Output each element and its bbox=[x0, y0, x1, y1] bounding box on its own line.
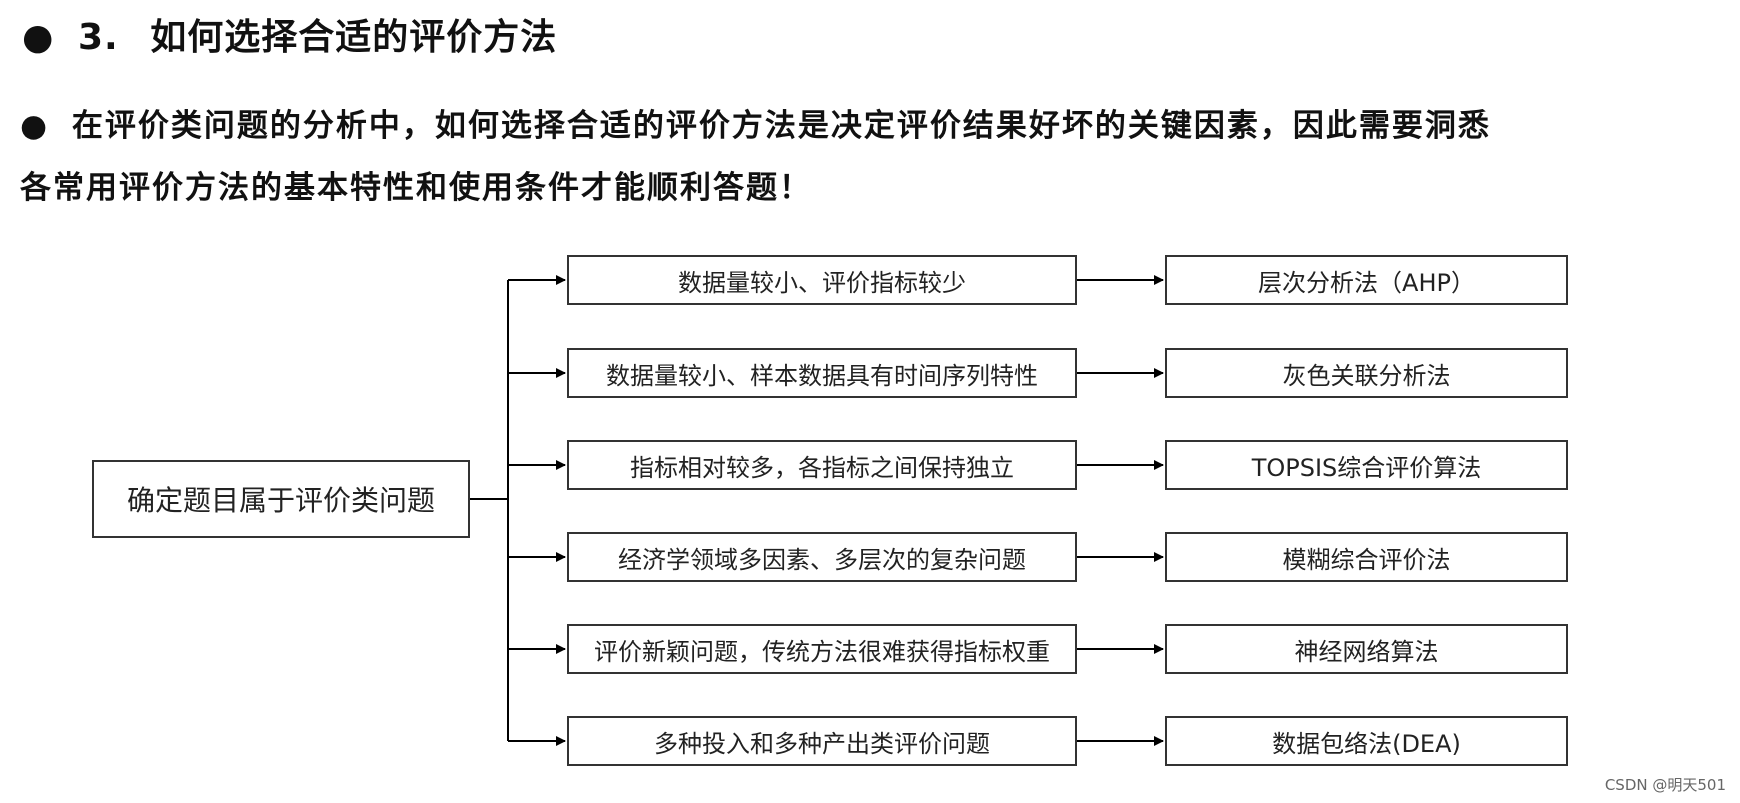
paragraph-line-1-text: 在评价类问题的分析中，如何选择合适的评价方法是决定评价结果好坏的关键因素，因此需… bbox=[71, 108, 1491, 144]
condition-box: 指标相对较多，各指标之间保持独立 bbox=[567, 440, 1077, 490]
heading-text: 如何选择合适的评价方法 bbox=[150, 17, 558, 58]
condition-box: 多种投入和多种产出类评价问题 bbox=[567, 716, 1077, 766]
condition-box: 经济学领域多因素、多层次的复杂问题 bbox=[567, 532, 1077, 582]
root-box: 确定题目属于评价类问题 bbox=[92, 460, 470, 538]
paragraph-bullet: ● bbox=[20, 108, 50, 144]
method-box: 数据包络法(DEA) bbox=[1165, 716, 1568, 766]
heading-bullet: ● bbox=[22, 17, 55, 58]
heading-number: 3. bbox=[77, 17, 119, 58]
method-box: TOPSIS综合评价算法 bbox=[1165, 440, 1568, 490]
method-box: 层次分析法（AHP） bbox=[1165, 255, 1568, 305]
watermark: CSDN @明天501 bbox=[1604, 776, 1726, 794]
condition-box: 评价新颖问题，传统方法很难获得指标权重 bbox=[567, 624, 1077, 674]
condition-box: 数据量较小、评价指标较少 bbox=[567, 255, 1077, 305]
method-box: 神经网络算法 bbox=[1165, 624, 1568, 674]
method-box: 灰色关联分析法 bbox=[1165, 348, 1568, 398]
method-box: 模糊综合评价法 bbox=[1165, 532, 1568, 582]
paragraph-line-1: ● 在评价类问题的分析中，如何选择合适的评价方法是决定评价结果好坏的关键因素，因… bbox=[20, 108, 1491, 145]
condition-box: 数据量较小、样本数据具有时间序列特性 bbox=[567, 348, 1077, 398]
section-heading: ● 3. 如何选择合适的评价方法 bbox=[22, 8, 557, 60]
paragraph-line-2: 各常用评价方法的基本特性和使用条件才能顺利答题！ bbox=[20, 170, 812, 206]
